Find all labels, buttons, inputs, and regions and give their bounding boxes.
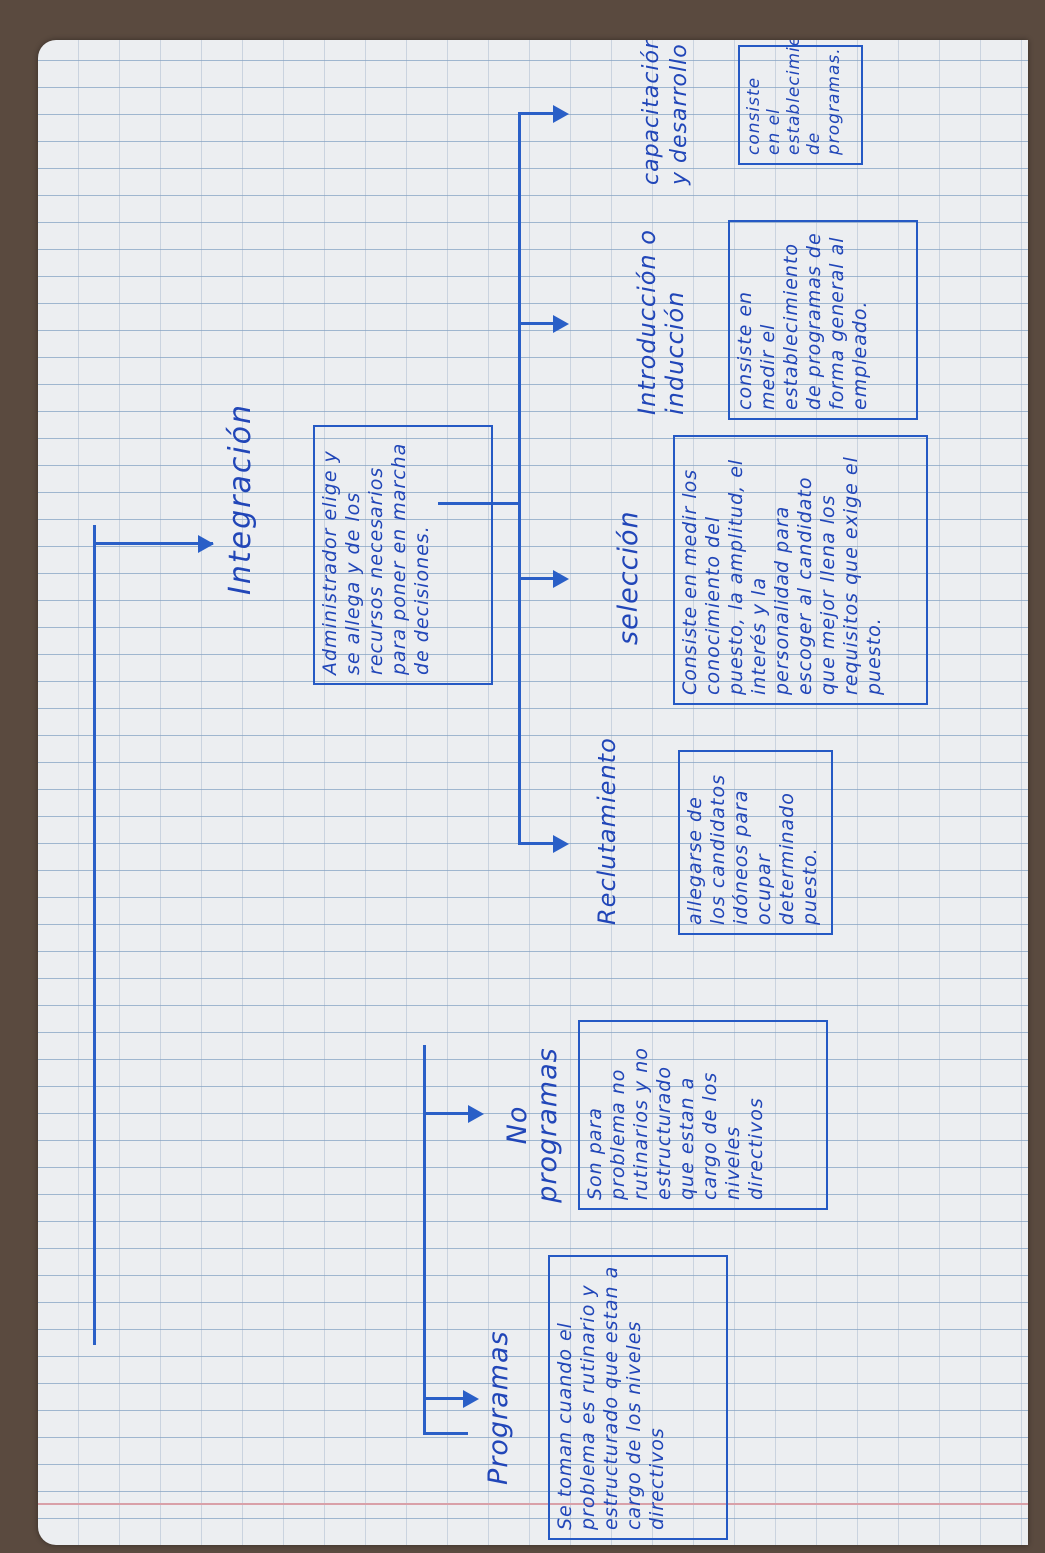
step-description-seleccion: Consiste en medir los conocimiento del p… bbox=[673, 435, 928, 705]
step-description-reclutamiento: allegarse de los candidatos idóneos para… bbox=[678, 750, 833, 935]
step-label-reclutamiento: Reclutamiento bbox=[593, 737, 621, 925]
steps-bar bbox=[518, 115, 521, 845]
programas-arrow bbox=[463, 1390, 479, 1408]
decision-bar bbox=[423, 1045, 426, 1435]
no-programas-arrow bbox=[468, 1105, 484, 1123]
step-label-induccion: Introducción o inducción bbox=[633, 229, 689, 415]
step4-arrow bbox=[553, 105, 569, 123]
top-connector bbox=[93, 525, 96, 1345]
decision-description-no-programas: Son para problema no rutinarios y no est… bbox=[578, 1020, 828, 1210]
step-description-capacitacion: consiste en el establecimiento de progra… bbox=[738, 40, 863, 165]
step3-arrow bbox=[553, 315, 569, 333]
main-trunk bbox=[56, 65, 59, 1505]
root-connector bbox=[93, 542, 213, 545]
step-label-capacitacion: capacitación y desarrollo bbox=[639, 40, 692, 185]
step2-arrow bbox=[553, 570, 569, 588]
root-description: Administrador elige y se allega y de los… bbox=[313, 425, 493, 685]
decision-label-no-programas: No programas bbox=[502, 1047, 563, 1203]
decision-connector bbox=[423, 1432, 468, 1435]
step-description-induccion: consiste en medir el establecimiento de … bbox=[728, 220, 918, 420]
margin-line bbox=[38, 1503, 1028, 1505]
root-arrow bbox=[198, 535, 214, 553]
notebook-page: Integración Administrador elige y se all… bbox=[38, 40, 1028, 1545]
root-label: Integración bbox=[223, 402, 258, 595]
step1-arrow bbox=[553, 835, 569, 853]
step-label-seleccion: selección bbox=[613, 510, 644, 645]
diagram-canvas: Integración Administrador elige y se all… bbox=[38, 40, 1028, 1545]
decision-label-programas: Programas bbox=[483, 1330, 514, 1485]
decision-description-programas: Se toman cuando el problema es rutinario… bbox=[548, 1255, 728, 1540]
